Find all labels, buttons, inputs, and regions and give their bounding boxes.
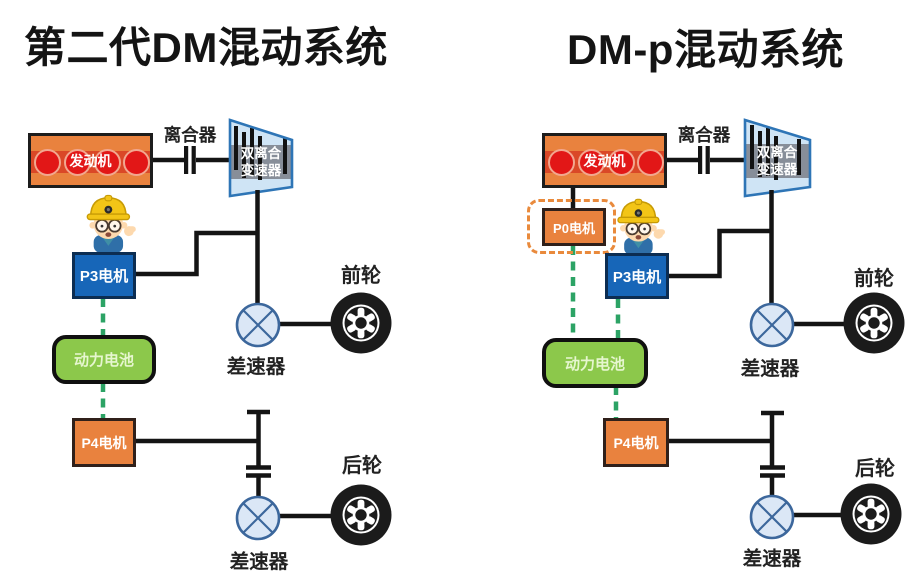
right-p0-motor: P0电机 — [542, 208, 606, 246]
right-dct-label: 双离合 变速器 — [756, 145, 798, 177]
left-rear-diff-label: 差速器 — [229, 551, 289, 571]
right-power-battery: 动力电池 — [542, 338, 648, 388]
right-p0-dashed-outline — [527, 199, 616, 254]
right-rear-wheel-label: 后轮 — [855, 458, 895, 480]
right-front-wheel-label: 前轮 — [854, 268, 894, 290]
right-engine-block: 发动机 — [542, 133, 667, 188]
left-power-battery: 动力电池 — [52, 335, 156, 384]
left-dct-icon — [228, 118, 294, 198]
left-rear-gear-shaft — [246, 409, 271, 497]
left-front-wheel-label: 前轮 — [341, 265, 381, 287]
left-p3-to-dct-line — [135, 230, 258, 277]
left-dct-gear-shafts — [234, 126, 287, 180]
right-engine-cylinder-icon — [637, 149, 664, 176]
right-system-shapes — [570, 118, 906, 546]
left-system-shapes — [86, 118, 393, 547]
left-p3-motor: P3电机 — [72, 252, 136, 299]
left-front-differential-icon — [235, 302, 281, 348]
right-front-wheel-icon — [842, 291, 906, 355]
right-engine-cylinder-icon — [608, 149, 635, 176]
right-p3-to-dct-line — [668, 228, 772, 279]
worker-mascot — [86, 194, 137, 254]
right-engine-label: 发动机 — [583, 152, 626, 169]
left-front-wheel-icon — [329, 291, 393, 355]
left-engine-block: 发动机 — [28, 133, 153, 188]
right-dct-icon — [743, 118, 812, 198]
left-engine-cylinder-icon — [64, 149, 91, 176]
right-p3-motor: P3电机 — [605, 253, 669, 299]
left-engine-label: 发动机 — [69, 152, 112, 169]
left-engine-cylinder-icon — [34, 149, 61, 176]
worker-mascot — [617, 198, 666, 256]
left-engine-cylinder-icon — [94, 149, 121, 176]
right-system-title: DM-p混动系统 — [567, 26, 844, 73]
right-rear-diff-label: 差速器 — [742, 548, 802, 570]
right-p4-motor: P4电机 — [603, 418, 669, 467]
right-clutch-icon — [698, 146, 710, 174]
right-engine-cylinder-icon — [578, 149, 605, 176]
right-front-differential-icon — [749, 302, 795, 348]
right-dct-gear-shafts — [750, 125, 801, 180]
right-engine-cylinder-icon — [548, 149, 575, 176]
left-front-diff-label: 差速器 — [226, 356, 286, 378]
left-clutch-label: 离合器 — [163, 125, 217, 145]
left-p4-motor: P4电机 — [72, 418, 136, 467]
right-front-diff-label: 差速器 — [740, 358, 800, 380]
left-dct-label: 双离合 变速器 — [240, 146, 282, 178]
right-rear-wheel-icon — [839, 482, 903, 546]
left-engine-cylinder-icon — [123, 149, 150, 176]
right-rear-gear-shaft — [760, 410, 785, 497]
right-rear-differential-icon — [749, 494, 795, 540]
left-clutch-icon — [184, 146, 196, 174]
left-system-title: 第二代DM混动系统 — [24, 24, 388, 71]
left-rear-differential-icon — [235, 495, 281, 541]
left-rear-wheel-label: 后轮 — [342, 455, 382, 477]
left-rear-wheel-icon — [329, 483, 393, 547]
right-clutch-label: 离合器 — [677, 125, 731, 145]
